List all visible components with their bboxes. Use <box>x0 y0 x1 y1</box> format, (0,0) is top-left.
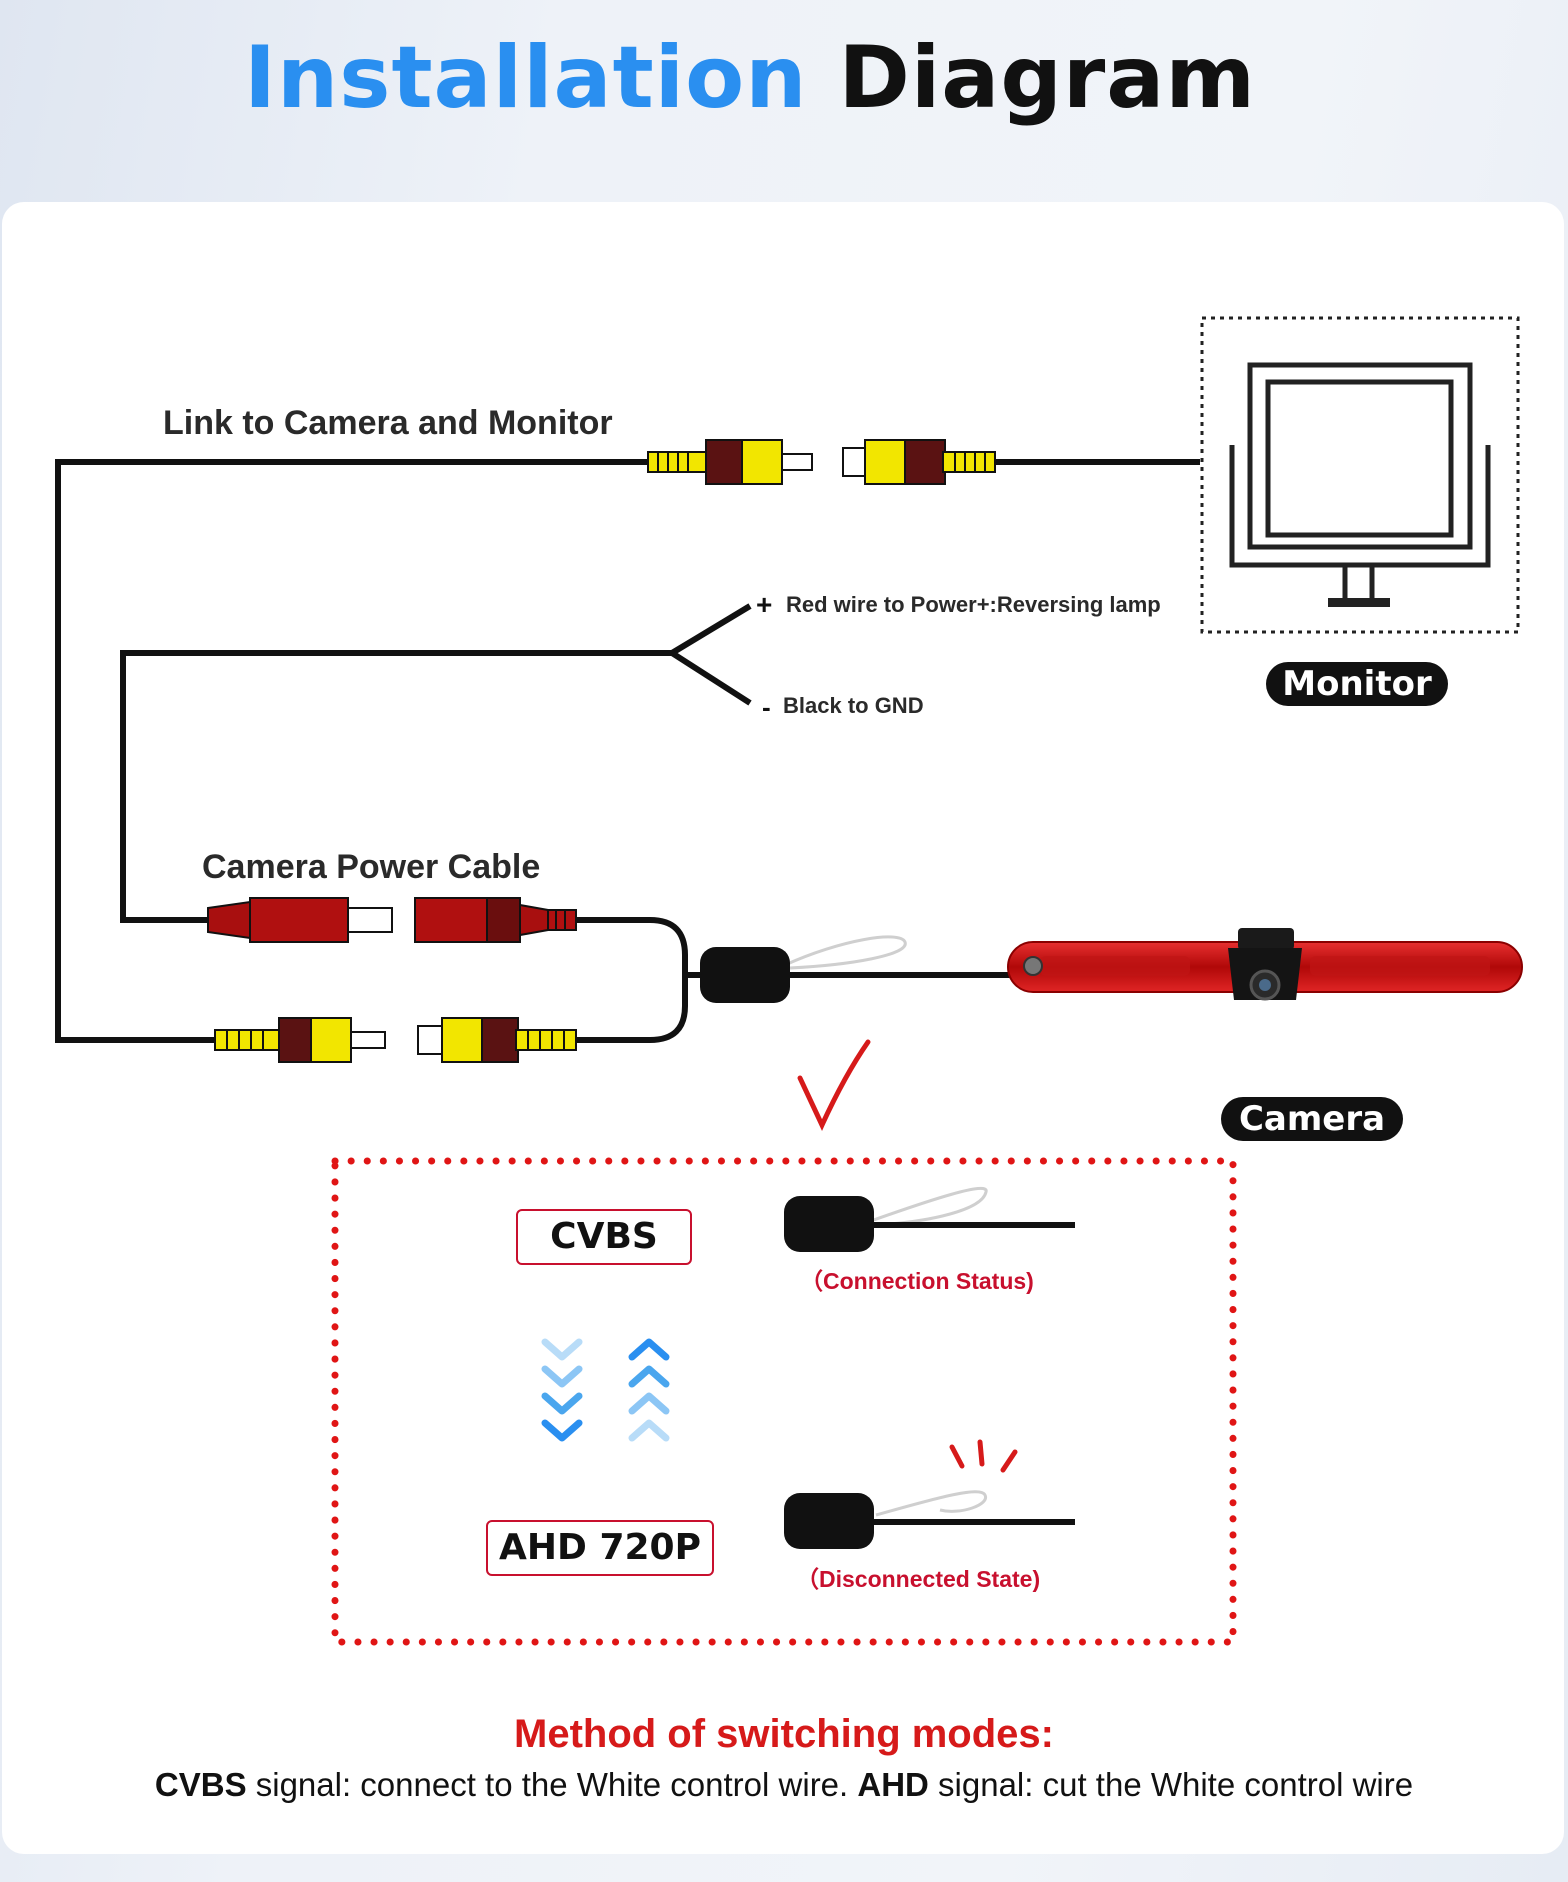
method-desc-text-1: signal: connect to the White control wir… <box>246 1766 858 1803</box>
minus-sign: - <box>762 692 771 722</box>
rca-connector-icon <box>417 1017 577 1063</box>
power-wire-right <box>575 917 688 1043</box>
checkmark-icon <box>797 1039 871 1131</box>
ahd-state-label: （Disconnected State) <box>796 1566 1041 1592</box>
power-wire-left <box>120 650 672 923</box>
title-part1: Installation <box>244 28 808 128</box>
method-title: Method of switching modes: <box>514 1712 1054 1756</box>
up-arrows-icon <box>628 1338 670 1442</box>
method-desc-text-2: signal: cut the White control wire <box>928 1766 1414 1803</box>
brake-light-camera-icon <box>1007 928 1523 1001</box>
red-wire <box>670 603 752 656</box>
monitor-badge: Monitor <box>1266 662 1448 706</box>
ahd-mode-label: AHD 720P <box>486 1520 714 1576</box>
link-label: Link to Camera and Monitor <box>163 404 613 442</box>
down-arrows-icon <box>541 1338 583 1442</box>
power-cable-label: Camera Power Cable <box>202 848 541 886</box>
control-wire-connected <box>784 1187 1075 1252</box>
method-desc-bold-ahd: AHD <box>857 1766 929 1803</box>
page-title: Installation Diagram <box>0 28 1500 128</box>
plus-sign: + <box>756 589 773 620</box>
rca-connector-icon <box>214 1017 386 1063</box>
mode-box <box>331 1157 1237 1646</box>
red-wire-label: Red wire to Power+:Reversing lamp <box>786 592 1161 617</box>
wires <box>55 459 1200 1043</box>
power-connector-icon <box>207 897 393 943</box>
control-wire-disconnected <box>784 1439 1075 1549</box>
rca-connector-icon <box>842 439 996 485</box>
black-wire-label: Black to GND <box>783 693 924 718</box>
black-wire <box>670 650 752 706</box>
control-box <box>700 935 907 1003</box>
camera-badge: Camera <box>1221 1097 1403 1141</box>
rca-connector-icon <box>647 439 813 485</box>
monitor-icon <box>1200 316 1520 634</box>
cvbs-mode-label: CVBS <box>516 1209 692 1265</box>
video-wire-left <box>55 459 655 1043</box>
power-connector-icon <box>414 897 577 943</box>
method-description: CVBS signal: connect to the White contro… <box>0 1766 1568 1804</box>
title-part2: Diagram <box>838 28 1256 128</box>
method-desc-bold-cvbs: CVBS <box>154 1766 247 1803</box>
cvbs-state-label: （Connection Status) <box>800 1268 1034 1294</box>
